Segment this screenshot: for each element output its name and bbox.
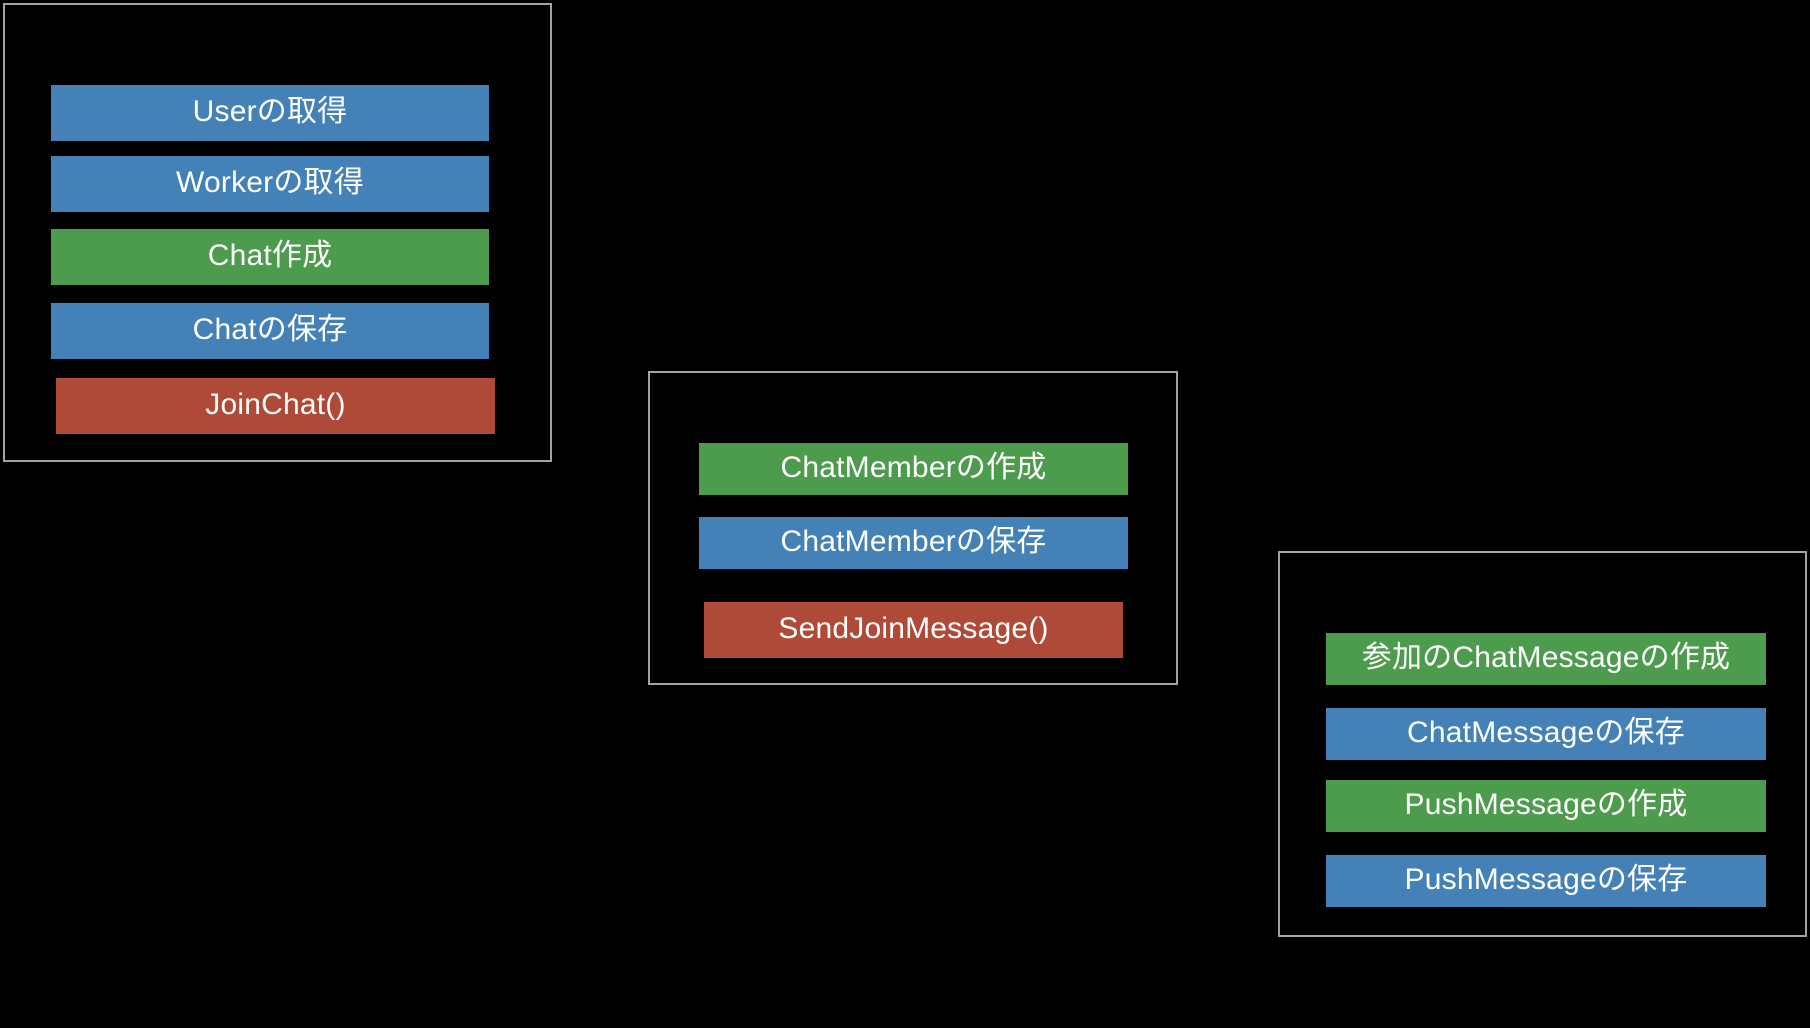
step-label: PushMessageの作成: [1404, 788, 1688, 821]
step-label: PushMessageの保存: [1404, 863, 1688, 896]
group-box-chat-creation: [3, 3, 552, 462]
step-label: Chatの保存: [192, 313, 348, 346]
step-bar-worker-fetch[interactable]: Workerの取得: [51, 156, 489, 212]
step-label: Chat作成: [207, 239, 333, 272]
step-bar-join-chatmessage-create[interactable]: 参加のChatMessageの作成: [1326, 633, 1766, 685]
group-box-message-push: [1278, 551, 1807, 937]
step-label: Userの取得: [192, 95, 348, 128]
step-label: 参加のChatMessageの作成: [1361, 641, 1731, 674]
step-bar-chatmember-create[interactable]: ChatMemberの作成: [699, 443, 1128, 495]
step-bar-user-fetch[interactable]: Userの取得: [51, 85, 489, 141]
step-label: Workerの取得: [176, 166, 364, 199]
step-label: JoinChat(): [205, 388, 346, 421]
step-bar-join-chat[interactable]: JoinChat(): [56, 378, 495, 434]
step-label: ChatMemberの作成: [780, 451, 1047, 484]
step-bar-chatmember-save[interactable]: ChatMemberの保存: [699, 517, 1128, 569]
step-bar-pushmessage-save[interactable]: PushMessageの保存: [1326, 855, 1766, 907]
step-bar-pushmessage-create[interactable]: PushMessageの作成: [1326, 780, 1766, 832]
step-bar-chatmessage-save[interactable]: ChatMessageの保存: [1326, 708, 1766, 760]
step-bar-send-join-message[interactable]: SendJoinMessage(): [704, 602, 1123, 658]
step-label: ChatMessageの保存: [1407, 716, 1685, 749]
step-bar-chat-save[interactable]: Chatの保存: [51, 303, 489, 359]
step-label: SendJoinMessage(): [778, 612, 1049, 645]
step-bar-chat-create[interactable]: Chat作成: [51, 229, 489, 285]
group-box-chat-member: [648, 371, 1178, 685]
step-label: ChatMemberの保存: [780, 525, 1047, 558]
